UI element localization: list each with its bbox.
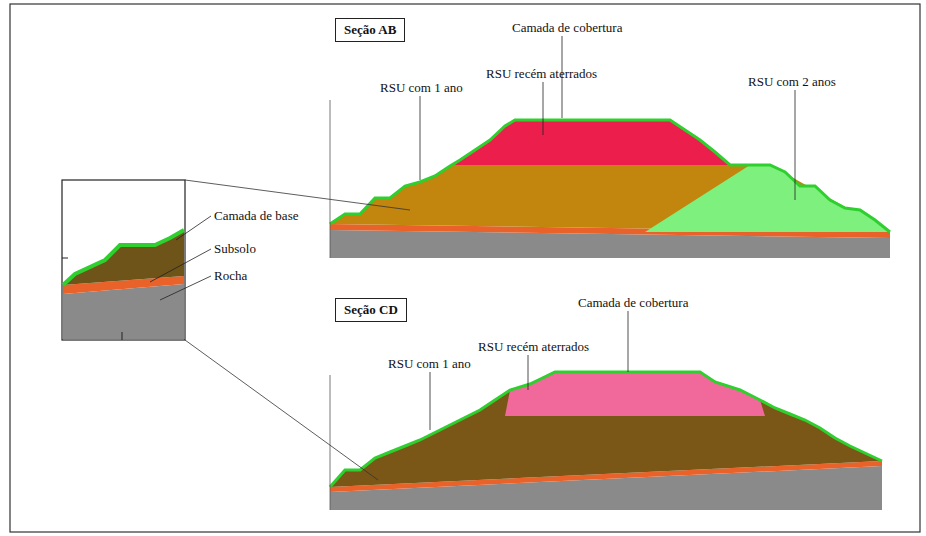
base-layer-label: Camada de base <box>214 208 298 223</box>
one-year-waste-label: RSU com 1 ano <box>380 80 463 95</box>
two-year-waste-label: RSU com 2 anos <box>748 74 836 89</box>
fresh-waste-label: RSU recém aterrados <box>486 66 597 81</box>
section-title-box: Seção CD <box>335 298 407 322</box>
fresh-waste-label: RSU recém aterrados <box>478 339 589 354</box>
cover-layer-label: Camada de cobertura <box>512 20 622 35</box>
section-title-box: Seção AB <box>335 18 405 42</box>
one-year-waste-label: RSU com 1 ano <box>388 356 471 371</box>
section-title: Seção CD <box>344 302 398 318</box>
section-title: Seção AB <box>344 22 396 38</box>
rock-label: Rocha <box>214 268 247 283</box>
cover-layer-label: Camada de cobertura <box>578 295 688 310</box>
subsoil-label: Subsolo <box>214 241 256 256</box>
